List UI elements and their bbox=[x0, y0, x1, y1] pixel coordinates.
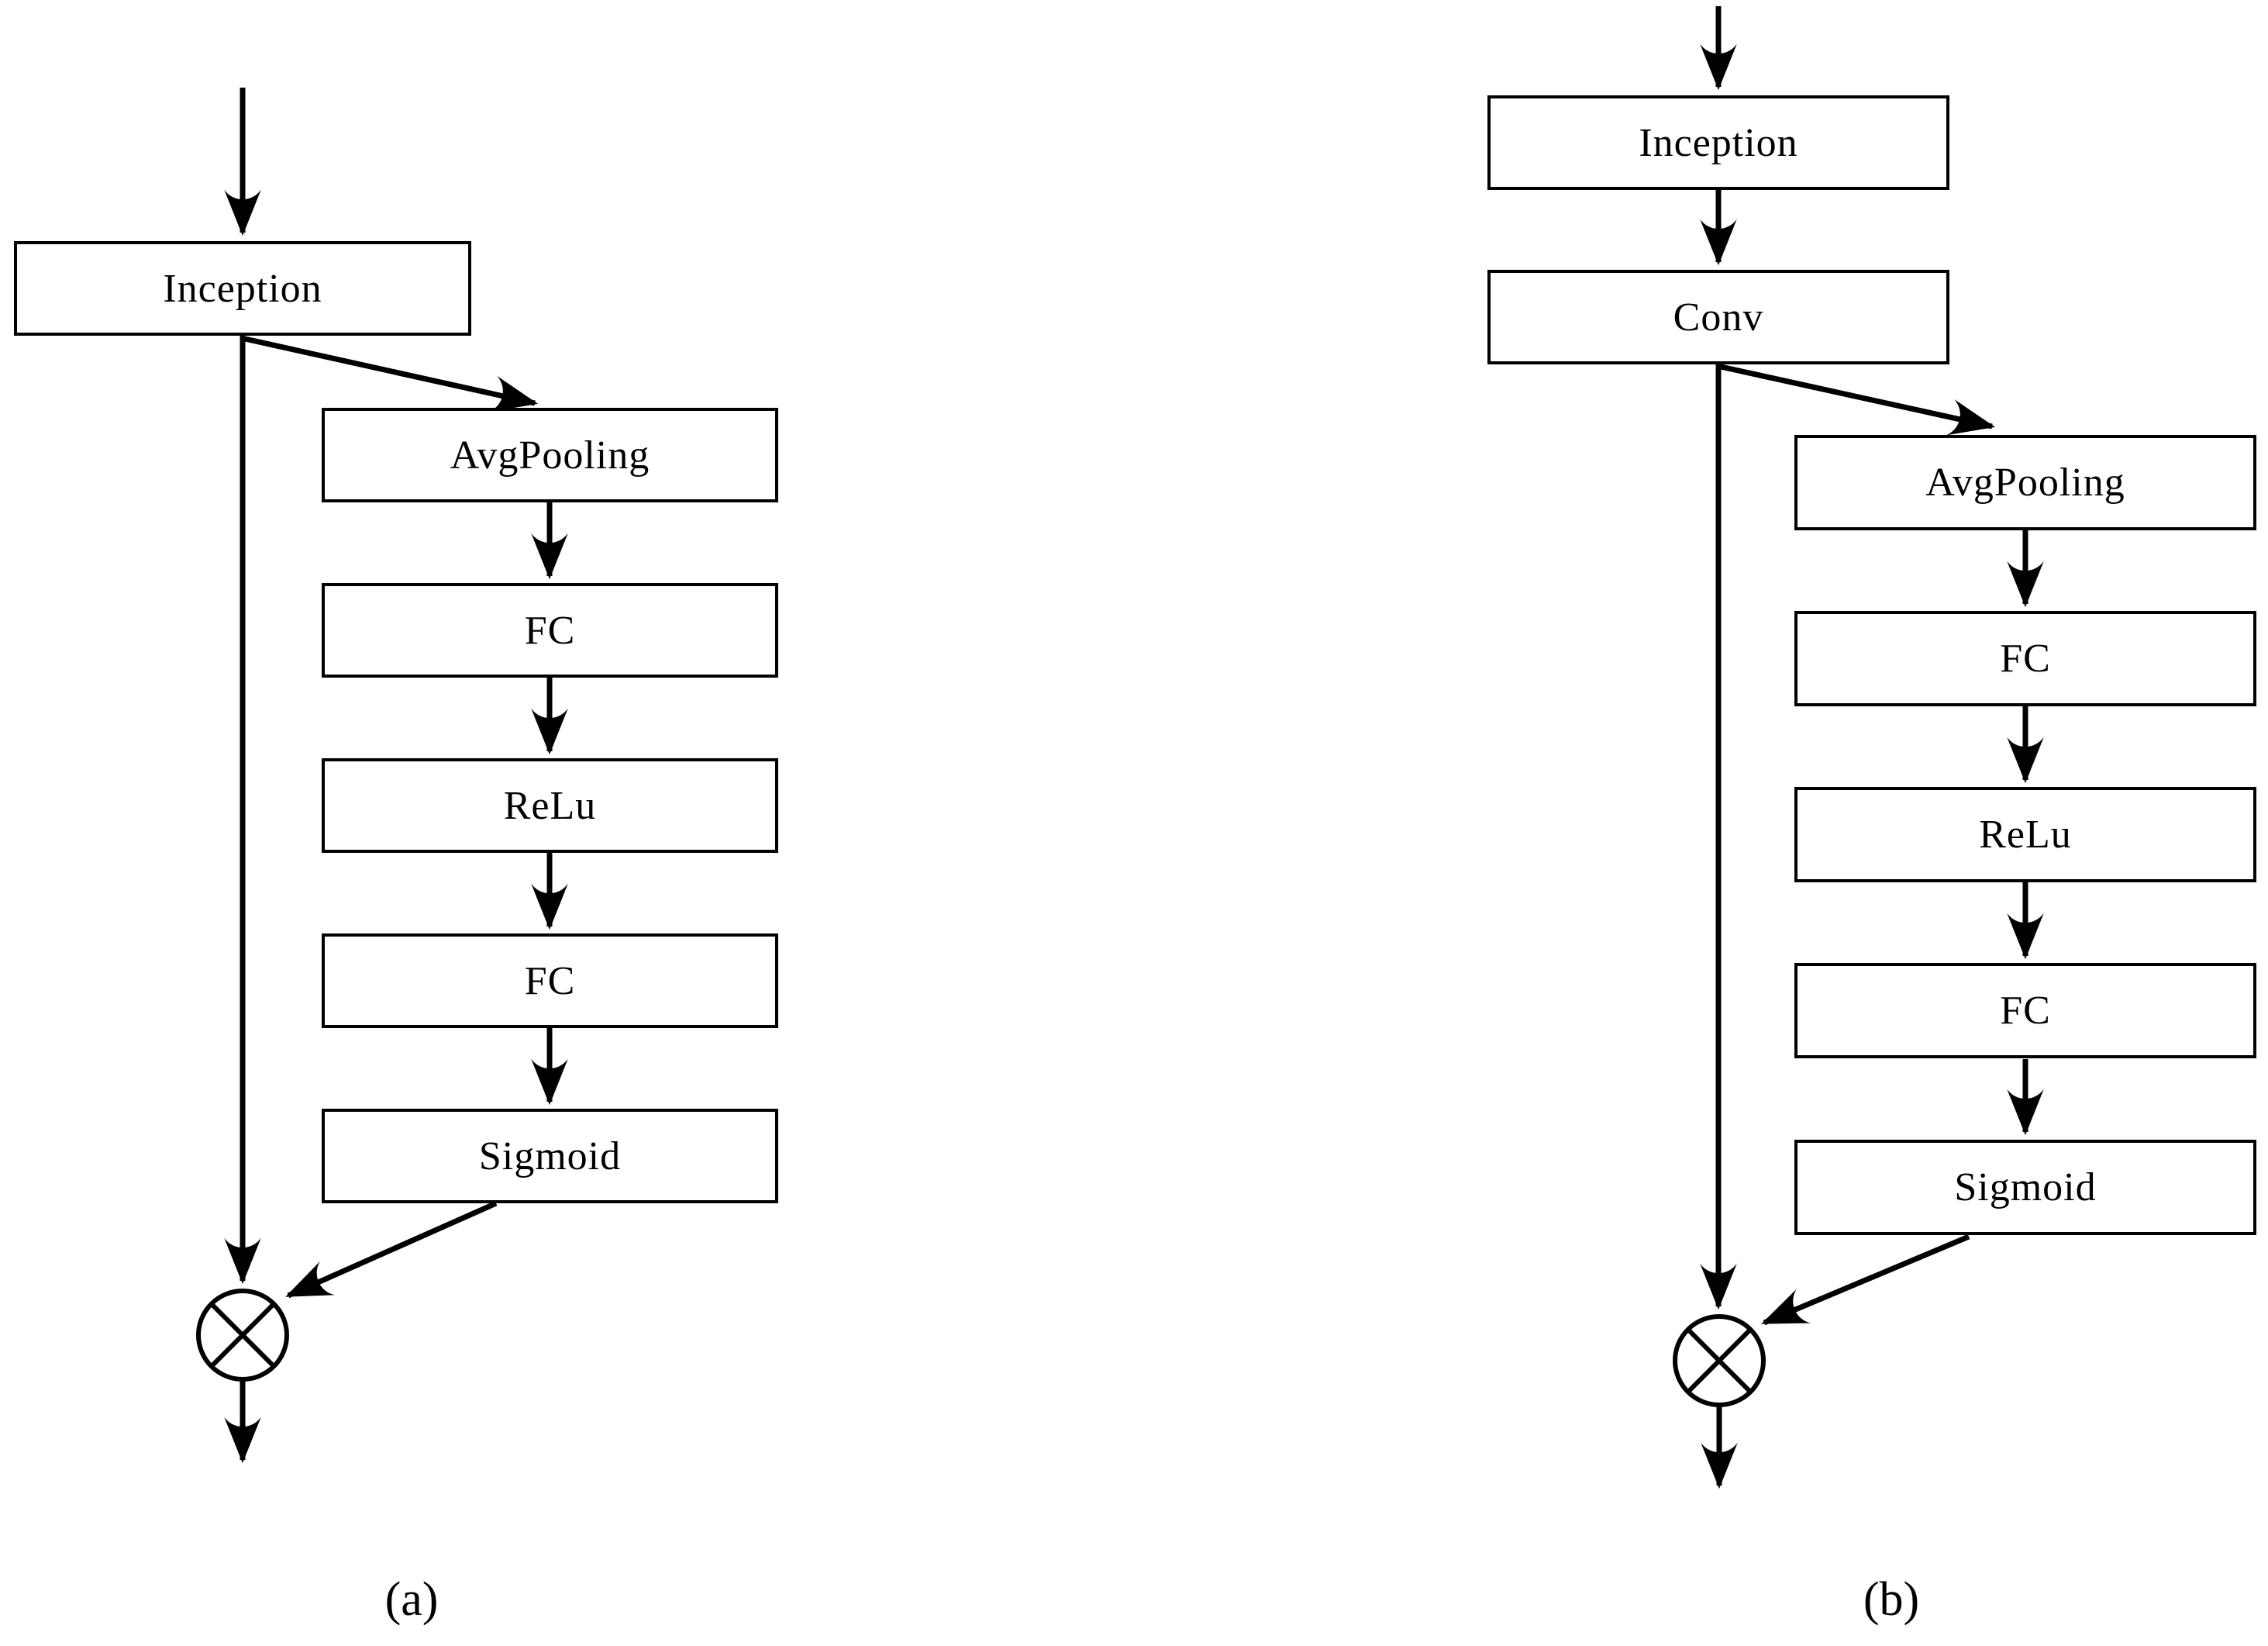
caption-b: (b) bbox=[1863, 1573, 1920, 1626]
node-b-fc-2: FC bbox=[1794, 963, 2256, 1058]
node-a-fc-1: FC bbox=[322, 583, 778, 678]
node-a-avgpooling: AvgPooling bbox=[322, 408, 778, 502]
node-a-inception: Inception bbox=[14, 241, 471, 336]
b-sigmoid-to-multiply-arrow bbox=[1761, 1234, 1970, 1326]
node-a-fc-2: FC bbox=[322, 933, 778, 1028]
b-branch-arrow bbox=[1720, 364, 1996, 436]
node-b-inception: Inception bbox=[1487, 95, 1949, 190]
caption-a: (a) bbox=[384, 1573, 439, 1626]
a-multiply-operator-icon bbox=[196, 1289, 289, 1382]
a-branch-arrow bbox=[244, 336, 539, 412]
b-multiply-operator-icon bbox=[1673, 1314, 1766, 1407]
node-b-relu: ReLu bbox=[1794, 787, 2256, 882]
panel-b-wires bbox=[1700, 6, 2044, 1489]
node-a-relu: ReLu bbox=[322, 758, 778, 853]
node-b-avgpooling: AvgPooling bbox=[1794, 435, 2256, 530]
node-a-sigmoid: Sigmoid bbox=[322, 1109, 778, 1203]
node-b-fc-1: FC bbox=[1794, 611, 2256, 706]
node-b-sigmoid: Sigmoid bbox=[1794, 1140, 2256, 1235]
panel-a-wires bbox=[224, 88, 568, 1464]
node-b-conv: Conv bbox=[1487, 270, 1949, 364]
a-sigmoid-to-multiply-arrow bbox=[285, 1200, 498, 1299]
